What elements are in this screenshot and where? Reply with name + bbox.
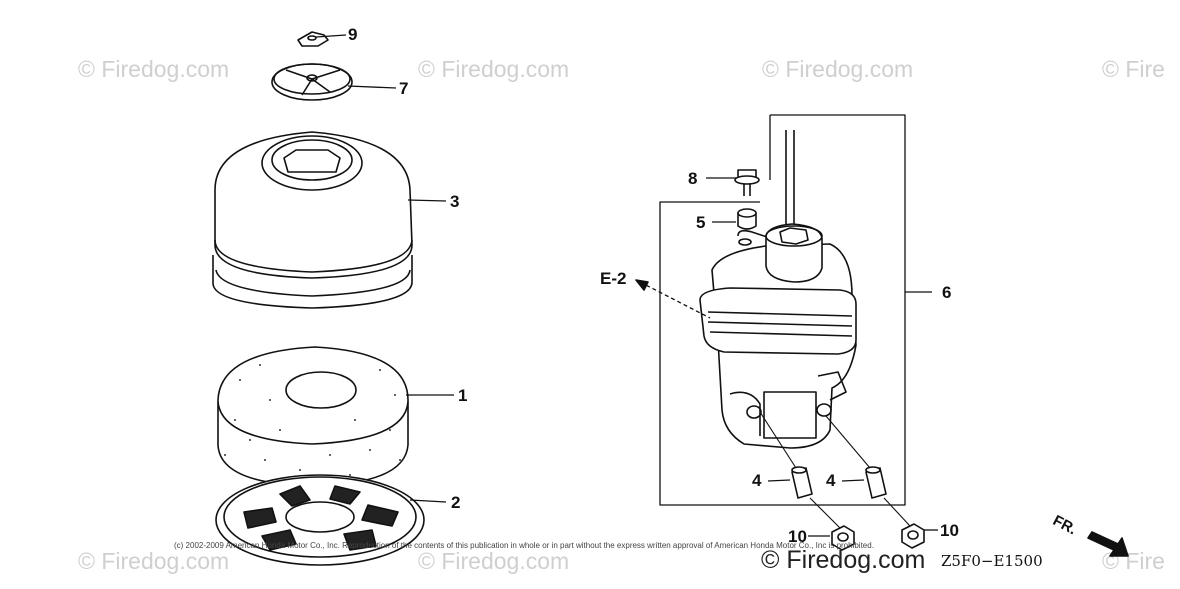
assembly-bracket	[659, 114, 932, 506]
watermark: © Firedog.com	[78, 548, 230, 574]
e2-reference-arrow	[635, 279, 711, 319]
grommet-part-left	[759, 411, 813, 499]
foam-element-part	[217, 346, 409, 487]
nut-part-left	[808, 497, 855, 551]
watermark: © Firedog.com	[418, 56, 570, 82]
callout-4: 4	[752, 471, 762, 490]
callout-4: 4	[826, 471, 836, 490]
callout-1: 1	[458, 386, 468, 405]
grommet-part-right	[825, 415, 887, 499]
air-cleaner-cover-part	[212, 131, 413, 309]
callout-6: 6	[942, 283, 952, 302]
bolt-part	[706, 169, 760, 196]
callout-e2: E-2	[600, 269, 627, 288]
callout-8: 8	[688, 169, 698, 188]
air-cleaner-case-part	[699, 130, 857, 449]
callout-5: 5	[696, 213, 706, 232]
drawing-code: Z5F0−E1500	[941, 552, 1043, 570]
front-direction-arrow	[1087, 531, 1129, 557]
watermark: © Firedog.com	[762, 56, 914, 82]
copyright-notice: (c) 2002-2009 American Honda Motor Co., …	[174, 541, 874, 550]
leader-lines-left	[315, 34, 454, 503]
callout-10: 10	[940, 521, 959, 540]
watermark: © Firedog.com	[418, 548, 570, 574]
wing-nut-part	[297, 31, 329, 47]
nut-part-right	[883, 497, 938, 549]
callout-10: 10	[788, 527, 807, 546]
cover-knob-part	[271, 63, 353, 101]
collar-part	[712, 208, 757, 230]
brand-watermark: © Firedog.com	[761, 546, 926, 574]
watermark: © Firedog.com	[78, 56, 230, 82]
element-base-part	[215, 474, 425, 566]
callout-9: 9	[348, 25, 358, 44]
callout-7: 7	[399, 79, 409, 98]
watermark: © Fire	[1102, 56, 1165, 82]
callout-2: 2	[451, 493, 461, 512]
callout-3: 3	[450, 192, 460, 211]
